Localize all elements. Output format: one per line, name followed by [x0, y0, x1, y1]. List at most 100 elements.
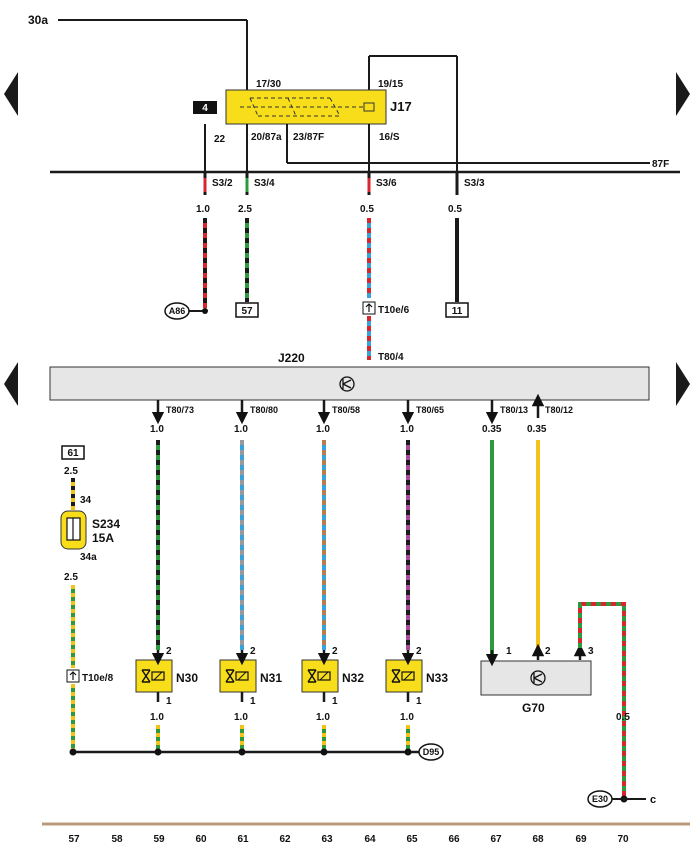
- sensor-pin-1: 1: [506, 646, 512, 657]
- inj2-wire: 1.0: [234, 712, 248, 723]
- injector-n32[interactable]: [301, 659, 339, 693]
- fuse-wire-bottom: 2.5: [64, 572, 78, 583]
- ref-box-4-label: 4: [202, 103, 208, 114]
- relay-pin-23-87f: 23/87F: [293, 132, 324, 143]
- inj4-pin-bottom: 1: [416, 696, 422, 707]
- ecu-pin-t80-58: T80/58: [332, 405, 360, 415]
- fuse-s234[interactable]: [60, 510, 87, 550]
- fuse-rating: 15A: [92, 531, 114, 545]
- injector-n33-label: N33: [426, 671, 448, 685]
- relay-pin-20-87a: 20/87a: [251, 132, 282, 143]
- node-gb-3: [238, 748, 246, 756]
- fuse-id: S234: [92, 517, 120, 531]
- node-gb-1: [69, 748, 77, 756]
- fuse-wire-top: 2.5: [64, 466, 78, 477]
- splice-label-s3-6: S3/6: [376, 178, 397, 189]
- ref-box-57[interactable]: [235, 302, 259, 318]
- injector-n32-label: N32: [342, 671, 364, 685]
- inj1-wire: 1.0: [150, 712, 164, 723]
- fuse-pin-34: 34: [80, 495, 92, 506]
- ref-box-11-label: 11: [452, 306, 463, 317]
- ecu-j220[interactable]: [49, 366, 650, 401]
- inj3-pin-top: 2: [332, 646, 338, 657]
- next-page-arrow-top[interactable]: [676, 72, 690, 116]
- scale-65: 65: [406, 834, 418, 845]
- inj4-wire: 1.0: [400, 712, 414, 723]
- scale-66: 66: [448, 834, 460, 845]
- relay-id: J17: [390, 99, 412, 114]
- wire-size-3: 0.5: [360, 204, 374, 215]
- wire-size-1: 1.0: [196, 204, 210, 215]
- inj2-pin-top: 2: [250, 646, 256, 657]
- ecu-pin-t80-13: T80/13: [500, 405, 528, 415]
- sensor-g70-icon: [530, 670, 546, 686]
- inj1-pin-top: 2: [166, 646, 172, 657]
- ecu-transistor-icon: [339, 376, 355, 392]
- ground-d95[interactable]: [418, 743, 444, 761]
- ground-d95-label: D95: [423, 747, 440, 757]
- cont-c-label: c: [650, 794, 656, 806]
- ecu-pin-t80-65: T80/65: [416, 405, 444, 415]
- injector-n30[interactable]: [135, 659, 173, 693]
- inj3-wire: 1.0: [316, 712, 330, 723]
- relay-pin-17-30: 17/30: [256, 79, 281, 90]
- relay-coil: [363, 102, 375, 112]
- next-page-arrow-mid[interactable]: [676, 362, 690, 406]
- inj1-pin-bottom: 1: [166, 696, 172, 707]
- injector-n33[interactable]: [385, 659, 423, 693]
- mid-size-3: 1.0: [316, 424, 330, 435]
- fuse-pin-34a: 34a: [80, 552, 97, 563]
- mid-size-4: 1.0: [400, 424, 414, 435]
- scale-62: 62: [279, 834, 291, 845]
- injector-n30-label: N30: [176, 671, 198, 685]
- ground-a86-label: A86: [169, 306, 186, 316]
- scale-67: 67: [490, 834, 502, 845]
- scale-69: 69: [575, 834, 587, 845]
- ecu-pin-t80-80: T80/80: [250, 405, 278, 415]
- prev-page-arrow-mid[interactable]: [4, 362, 18, 406]
- node-gb-2: [154, 748, 162, 756]
- relay-pin-19-15: 19/15: [378, 79, 403, 90]
- injector-n31-label: N31: [260, 671, 282, 685]
- wire-size-4: 0.5: [448, 204, 462, 215]
- node-gb-5: [404, 748, 412, 756]
- prev-page-arrow-top[interactable]: [4, 72, 18, 116]
- injector-n31[interactable]: [219, 659, 257, 693]
- ref-box-61-label: 61: [67, 448, 79, 459]
- pin-22: 22: [214, 134, 226, 145]
- scale-68: 68: [532, 834, 544, 845]
- node-a86: [202, 308, 208, 314]
- scale-57: 57: [68, 834, 80, 845]
- ground-a86[interactable]: [164, 302, 190, 320]
- sensor-pin-3: 3: [588, 646, 594, 657]
- conn-t10e8-arrow-icon: [69, 671, 77, 680]
- ref-box-11[interactable]: [445, 302, 469, 318]
- wire-red-green: [578, 602, 626, 798]
- inj3-pin-bottom: 1: [332, 696, 338, 707]
- conn-t10e8-label: T10e/8: [82, 673, 114, 684]
- ref-box-4: [193, 101, 217, 114]
- sensor-id: G70: [522, 701, 545, 715]
- mid-size-1: 1.0: [150, 424, 164, 435]
- wire-size-2: 2.5: [238, 204, 252, 215]
- splice-label-s3-2: S3/2: [212, 178, 233, 189]
- mid-size-5: 0.35: [482, 424, 502, 435]
- scale-64: 64: [364, 834, 376, 845]
- scale-61: 61: [237, 834, 249, 845]
- splice-label-s3-3: S3/3: [464, 178, 485, 189]
- relay-pin-16-s: 16/S: [379, 132, 400, 143]
- ecu-pin-t80-73: T80/73: [166, 405, 194, 415]
- sensor-g70[interactable]: [480, 660, 592, 696]
- node-gb-4: [320, 748, 328, 756]
- sensor-pin-2: 2: [545, 646, 551, 657]
- scale-70: 70: [617, 834, 629, 845]
- scale-60: 60: [195, 834, 207, 845]
- conn-t10e6-arrow-icon: [365, 303, 373, 312]
- mid-size-2: 1.0: [234, 424, 248, 435]
- inj2-pin-bottom: 1: [250, 696, 256, 707]
- relay-contacts: [240, 97, 365, 117]
- ground-e30-label: E30: [592, 794, 608, 804]
- sensor-wire-size: 0.5: [616, 712, 630, 723]
- conn-t10e6-label: T10e/6: [378, 305, 410, 316]
- ref-box-61[interactable]: [61, 445, 85, 460]
